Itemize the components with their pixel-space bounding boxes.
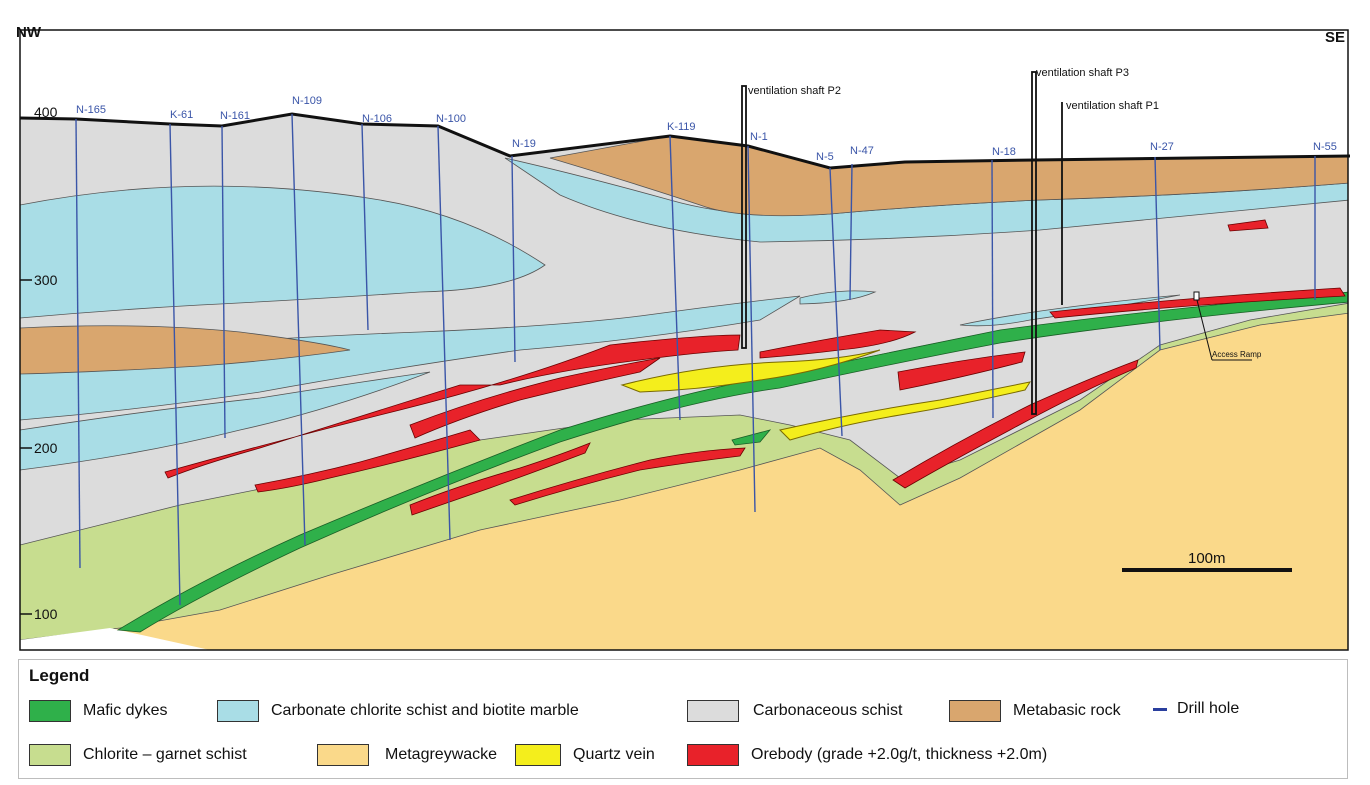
- drill-hole-k61: [169, 123, 181, 606]
- shaft-p3: [1031, 71, 1037, 415]
- legend-item-chlorite-garnet-schist: Chlorite – garnet schist: [29, 744, 247, 766]
- surface-topography: [19, 112, 1351, 170]
- legend-label: Metabasic rock: [1013, 702, 1121, 719]
- drill-hole-label: N-165: [76, 104, 106, 116]
- legend-label: Metagreywacke: [385, 746, 498, 763]
- drill-hole-label: N-19: [512, 138, 536, 150]
- legend-panel: Legend Mafic dykes Carbonate chlorite sc…: [18, 659, 1348, 779]
- section-frame: [19, 29, 1349, 651]
- drill-hole-label: N-5: [816, 151, 834, 163]
- unit-metagreywacke-lower: [1130, 425, 1348, 650]
- unit-carbonate-band-2: [20, 295, 801, 421]
- unit-quartz-vein-2: [779, 381, 1032, 441]
- drill-hole-n27: [1154, 156, 1161, 351]
- elevation-label-300: 300: [34, 272, 58, 288]
- access-ramp-leader: [1196, 299, 1213, 361]
- drill-hole-label: N-55: [1313, 141, 1337, 153]
- orebody-8: [892, 359, 1139, 489]
- drill-hole-label: K-119: [667, 121, 696, 133]
- shaft-label-p2: ventilation shaft P2: [748, 85, 841, 97]
- drill-hole-label: N-27: [1150, 141, 1174, 153]
- legend-swatch: [687, 700, 739, 722]
- legend-label: Orebody (grade +2.0g/t, thickness +2.0m): [751, 746, 1048, 763]
- legend-item-carbonaceous-schist: Carbonaceous schist: [687, 700, 902, 722]
- legend-swatch: [29, 744, 71, 766]
- orientation-right: SE: [1325, 29, 1345, 46]
- legend-swatch: [217, 700, 259, 722]
- legend-label: Chlorite – garnet schist: [83, 746, 247, 763]
- legend-label: Carbonaceous schist: [753, 702, 903, 719]
- shaft-label-p3: ventilation shaft P3: [1036, 67, 1129, 79]
- legend-title: Legend: [29, 666, 90, 685]
- legend-swatch: [317, 744, 369, 766]
- drill-hole-n161: [221, 125, 226, 439]
- orebody-1: [164, 334, 741, 479]
- legend-swatch: [687, 744, 739, 766]
- legend-swatch: [515, 744, 561, 766]
- legend-item-mafic-dykes: Mafic dykes: [29, 700, 167, 722]
- drill-hole-label: N-1: [750, 131, 768, 143]
- drill-hole-n5: [829, 167, 843, 437]
- drill-hole-n100: [437, 125, 451, 541]
- drill-hole-label: N-161: [220, 110, 250, 122]
- legend-swatch: [1153, 707, 1167, 711]
- legend-label: Quartz vein: [573, 746, 655, 763]
- elevation-label-400: 400: [34, 104, 58, 120]
- orebody-3: [254, 429, 481, 493]
- drill-hole-label: N-109: [292, 95, 322, 107]
- geological-cross-section: Access Ramp NW SE 400 300 200 100 N-165 …: [16, 24, 1351, 651]
- unit-mafic-dyke-small: [731, 429, 772, 446]
- drill-hole-n109: [291, 113, 306, 546]
- drill-hole-label: N-106: [362, 113, 392, 125]
- legend-swatch: [949, 700, 1001, 722]
- drill-hole-label: N-100: [436, 113, 466, 125]
- unit-metabasic-rock-left: [20, 325, 351, 375]
- drill-hole-n19: [511, 155, 516, 363]
- legend-item-drill-hole: Drill hole: [1153, 700, 1239, 718]
- unit-quartz-vein-1: [620, 349, 881, 393]
- unit-carbonate-band-1: [20, 185, 546, 319]
- legend-label: Carbonate chlorite schist and biotite ma…: [271, 702, 579, 719]
- legend-label: Mafic dykes: [83, 702, 168, 719]
- scale-bar-label: 100m: [1188, 550, 1226, 567]
- orebody-10: [1227, 219, 1269, 232]
- unit-mafic-dyke-main: [116, 291, 1348, 633]
- drill-hole-n18: [991, 159, 994, 419]
- legend-swatch: [29, 700, 71, 722]
- drill-hole-label: N-18: [992, 146, 1016, 158]
- shaft-label-p1: ventilation shaft P1: [1066, 100, 1159, 112]
- drill-hole-n1: [747, 145, 756, 513]
- orebody-4: [409, 442, 591, 516]
- drill-hole-label: N-47: [850, 145, 874, 157]
- elevation-label-200: 200: [34, 440, 58, 456]
- shaft-p2: [741, 85, 747, 349]
- legend-item-quartz-vein: Quartz vein: [515, 744, 655, 766]
- unit-carbonate-lens-2: [799, 290, 877, 305]
- orebody-5: [409, 357, 661, 439]
- access-ramp-label: Access Ramp: [1212, 350, 1262, 359]
- drill-hole-n106: [361, 123, 369, 331]
- legend-label: Drill hole: [1177, 700, 1240, 717]
- legend-item-orebody: Orebody (grade +2.0g/t, thickness +2.0m): [687, 744, 1047, 766]
- drill-holes: [75, 113, 1316, 606]
- access-ramp-marker: [1193, 291, 1200, 301]
- drill-hole-label: K-61: [170, 109, 193, 121]
- legend-item-metagreywacke: Metagreywacke: [317, 744, 497, 766]
- drill-hole-n47: [849, 163, 853, 301]
- orientation-left: NW: [16, 24, 42, 41]
- legend-item-metabasic-rock: Metabasic rock: [949, 700, 1121, 722]
- orebody-6: [509, 447, 746, 506]
- elevation-label-100: 100: [34, 606, 58, 622]
- unit-metagreywacke: [20, 312, 1348, 650]
- drill-hole-n165: [75, 118, 81, 569]
- legend-item-carbonate: Carbonate chlorite schist and biotite ma…: [217, 700, 579, 722]
- drill-hole-k119: [669, 135, 681, 421]
- ventilation-shafts: [741, 71, 1063, 415]
